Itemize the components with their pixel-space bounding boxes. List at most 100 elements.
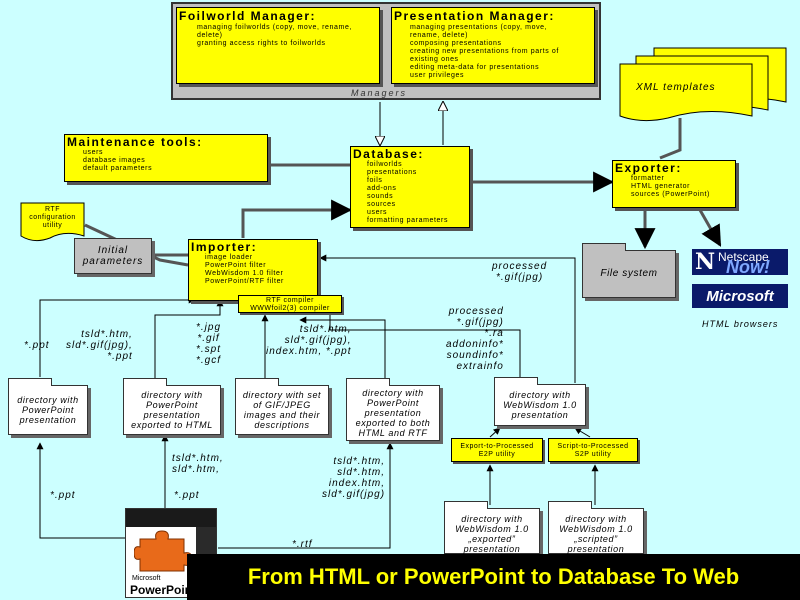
list-item: presentations (367, 169, 417, 176)
file-system-label: File system (600, 268, 658, 279)
exporter-box: Exporter: formatter HTML generator sourc… (612, 160, 736, 208)
netscape-logo: N Netscape Now! (692, 249, 788, 275)
templates-to-exporter-line (659, 118, 682, 160)
foilworld-manager-title: Foilworld Manager: (179, 9, 317, 23)
folder-line: directory with (461, 514, 523, 524)
list-item: editing meta-data for presentations (410, 64, 540, 71)
powerpoint-text: PowerPoint (130, 583, 197, 597)
label-line: sld*.gif(jpg), (66, 340, 133, 351)
initial-parameters-label: Initial parameters (74, 245, 152, 267)
scripted-directory-folder: directory with WebWisdom 1.0 „scripted” … (548, 501, 644, 554)
label-line: sld*.htm, (337, 467, 386, 478)
foilworld-manager-list: managing foilworlds (copy, move, rename,… (197, 24, 377, 48)
folder-line: presentation (567, 544, 625, 554)
folder-line: PowerPoint (21, 405, 75, 415)
managers-caption: Managers (351, 88, 408, 98)
folder-line: presentation (19, 415, 77, 425)
ppt-bottom-left-label: *.ppt (50, 490, 76, 501)
html-directory-folder: directory with PowerPoint presentation e… (123, 378, 221, 435)
exporter-title: Exporter: (615, 161, 682, 175)
list-item: users (367, 209, 388, 216)
list-item: default parameters (83, 165, 153, 172)
list-item: granting access rights to foilworlds (197, 40, 326, 47)
list-item: PowerPoint/RTF filter (205, 278, 284, 285)
image-extensions-label: *.jpg *.gif *.spt *.gcf (196, 322, 221, 366)
xml-templates-label: XML templates (636, 82, 716, 93)
label-line: *.gif (197, 333, 220, 344)
e2p-to-ww-arrow (489, 427, 501, 438)
list-item: managing foilworlds (copy, move, rename, (197, 24, 352, 31)
tsld-sld-label: tsld*.htm, sld*.htm, (172, 453, 224, 475)
folder-tab (8, 378, 52, 386)
label-line: sld*.gif(jpg) (322, 489, 386, 500)
maintenance-tools-title: Maintenance tools: (67, 135, 203, 149)
list-item: HTML generator (631, 183, 691, 190)
label-line: sld*.htm, (172, 464, 220, 475)
folder-line: directory with (141, 390, 203, 400)
label-line: soundinfo* (446, 350, 504, 361)
label-line: addoninfo* (446, 339, 504, 350)
folder-line: directory with (362, 388, 424, 398)
label-line: extrainfo (456, 361, 504, 372)
list-item: existing ones (410, 56, 459, 63)
maintenance-tools-box: Maintenance tools: users database images… (64, 134, 268, 182)
list-item: foilworlds (367, 161, 403, 168)
folder-line: PowerPoint (145, 400, 199, 410)
rtfconfig-to-importer-line (84, 223, 189, 267)
initial-parameters-line: parameters (82, 256, 144, 267)
folder-line: WebWisdom 1.0 (455, 524, 529, 534)
tsld-html-label: tsld*.htm, sld*.gif(jpg), *.ppt (66, 329, 133, 362)
rtf-compiler-box: RTF compiler WWWfoil2(3) compiler (238, 295, 342, 313)
tsld-index-label: tsld*.htm, sld*.gif(jpg), index.htm, *.p… (266, 324, 351, 357)
ppt-dir-to-importer-arrow (39, 296, 196, 377)
list-item: formatter (631, 175, 665, 182)
rtf-compiler-line: RTF compiler (266, 297, 314, 304)
folder-line: presentation (511, 410, 569, 420)
importer-to-database-arrow (241, 199, 353, 238)
folder-line: directory with (509, 390, 571, 400)
presentation-manager-title: Presentation Manager: (394, 9, 555, 23)
tsld-bottom-label: tsld*.htm, sld*.htm, index.htm, sld*.gif… (322, 456, 385, 500)
database-title: Database: (353, 147, 424, 161)
folder-tab (235, 378, 279, 386)
list-item: image loader (205, 254, 253, 261)
folder-line: presentation (364, 408, 422, 418)
s2p-to-ww-arrow (574, 427, 591, 438)
initial-parameters-line: Initial (97, 245, 129, 256)
list-item: PowerPoint filter (205, 262, 267, 269)
folder-tab (548, 501, 592, 509)
list-item: user privileges (410, 72, 465, 79)
label-line: *.jpg (196, 322, 222, 333)
database-box: Database: foilworlds presentations foils… (350, 146, 470, 228)
label-line: *.gif(jpg) (495, 272, 544, 283)
label-line: *.gif(jpg) (456, 317, 504, 328)
importer-box: Importer: image loader PowerPoint filter… (188, 239, 318, 301)
label-line: *.ra (484, 328, 504, 339)
processed-gif-label: processed *.gif(jpg) (492, 261, 547, 283)
utility-line: S2P utility (574, 451, 612, 458)
folder-line: descriptions (254, 420, 310, 430)
pp-to-ppt-dir-arrow (36, 442, 125, 539)
file-system-folder: File system (582, 243, 676, 298)
both-dir-to-importer-arrow (299, 316, 386, 378)
folder-line: exported to HTML (131, 420, 213, 430)
folder-line: exported to both (355, 418, 431, 428)
rtf-config-line: RTF (45, 206, 60, 213)
presentation-manager-list: managing presentations (copy, move, rena… (410, 24, 592, 80)
folder-line: PowerPoint (366, 398, 420, 408)
list-item: database images (83, 157, 146, 164)
folder-line: directory with (17, 395, 79, 405)
exporter-to-browsers-arrow (698, 209, 722, 247)
folder-tab (346, 378, 390, 386)
rtf-config-shape (20, 202, 85, 242)
rtf-compiler-line: WWWfoil2(3) compiler (250, 305, 330, 312)
gif-directory-folder: directory with set of GIF/JPEG images an… (235, 378, 329, 435)
label-line: sld*.gif(jpg), (284, 335, 352, 346)
netscape-n-icon: N (695, 249, 716, 275)
initial-parameters-box (74, 238, 152, 274)
label-line: tsld*.htm, (172, 453, 224, 464)
presentation-manager-box: Presentation Manager: managing presentat… (391, 7, 595, 84)
xml-templates-stack (619, 47, 787, 122)
folder-line: directory with (565, 514, 627, 524)
